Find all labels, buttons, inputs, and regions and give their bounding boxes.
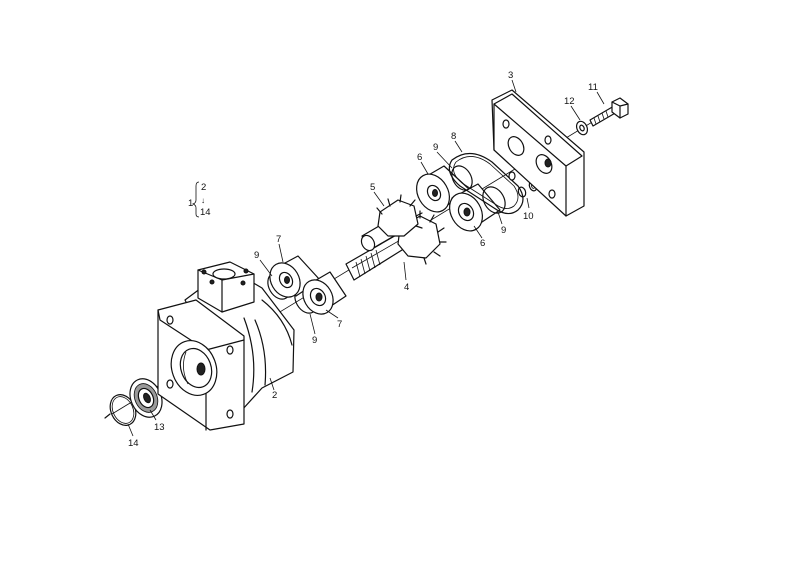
callout-9b: 9 [312,335,317,346]
driven-gear [360,194,423,252]
group-parent-label: 1 [188,198,193,209]
washer [575,120,589,136]
bolt [589,97,629,127]
leader-lines [127,79,605,437]
callout-4: 4 [404,282,409,293]
callout-7b: 7 [337,319,342,330]
callout-10: 10 [523,211,534,222]
callout-6a: 6 [417,152,422,163]
o-ring-right-upper [451,165,473,191]
group-range-separator: ↓ [201,196,205,205]
bushing-front-lower [302,271,347,315]
cover-plate [491,89,585,217]
callout-9a: 9 [254,250,259,261]
group-range-start-label: 2 [201,182,206,193]
callout-6b: 6 [480,238,485,249]
callout-3: 3 [508,70,513,81]
callout-7a: 7 [276,234,281,245]
callout-11: 11 [588,82,598,93]
callout-8: 8 [451,131,456,142]
gasket [448,152,524,215]
callout-13: 13 [154,422,165,433]
pump-housing [157,261,295,431]
group-label: 1 2 ↓ 14 [188,181,211,218]
callout-12: 12 [564,96,575,107]
bushing-lower [449,183,501,232]
oil-seal [129,378,163,418]
group-range-end-label: 14 [200,207,211,218]
callout-14: 14 [128,438,139,449]
callout-9c: 9 [433,142,438,153]
callout-2: 2 [272,390,277,401]
callout-5: 5 [370,182,375,193]
callout-labels: 2 3 4 5 6 6 7 7 8 9 9 9 9 10 11 12 13 14 [128,70,598,449]
callout-9d: 9 [501,225,506,236]
